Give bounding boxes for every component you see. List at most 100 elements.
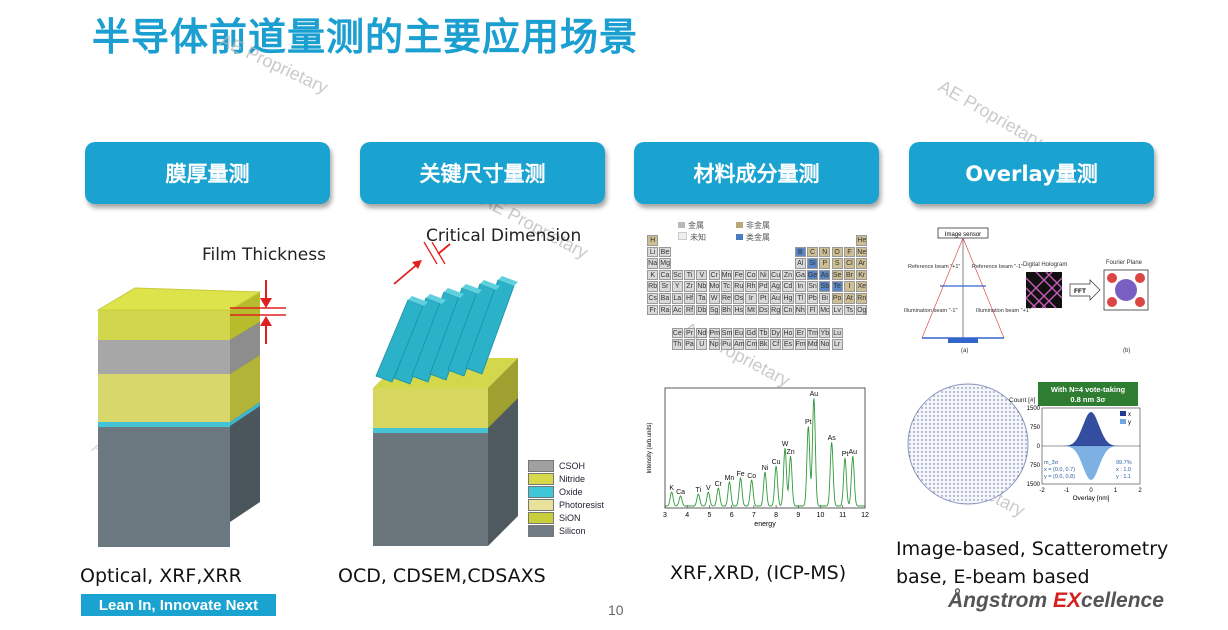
- element-cell: Lu: [831, 327, 843, 339]
- element-cell: Ce: [671, 327, 683, 339]
- element-cell: Sm: [720, 327, 733, 339]
- element-cell: Nb: [696, 281, 708, 292]
- element-cell: Cd: [782, 281, 794, 292]
- page-number: 10: [608, 602, 624, 618]
- element-cell: Bi: [819, 293, 831, 304]
- element-cell: Mo: [708, 281, 720, 292]
- x-tick-label: 9: [796, 512, 800, 519]
- element-cell: Br: [843, 269, 856, 281]
- element-cell: Xe: [856, 281, 868, 292]
- element-cell: Nd: [696, 327, 708, 339]
- x-tick-label: 11: [839, 512, 846, 519]
- element-cell: Fm: [794, 339, 806, 350]
- element-cell: S: [831, 258, 843, 269]
- element-cell: Li: [647, 246, 659, 258]
- peak-label: Ca: [676, 489, 685, 496]
- y-tick-label: 0: [1037, 444, 1041, 450]
- element-cell: Tc: [720, 281, 733, 292]
- element-cell: He: [856, 235, 868, 246]
- element-cell: W: [708, 293, 720, 304]
- x-axis-label: Overlay [nm]: [1073, 495, 1110, 502]
- diagram-label-illum-right: Illumination beam "+1": [976, 308, 1031, 314]
- element-cell: Tl: [794, 293, 806, 304]
- peak-label: Au: [848, 449, 857, 456]
- peak-label: W: [782, 441, 789, 448]
- element-cell: Na: [647, 258, 659, 269]
- element-cell: Zn: [782, 269, 794, 281]
- cd-layer-legend: CSOH Nitride Oxide Photoresist SiON Sili…: [528, 460, 608, 540]
- element-cell: Er: [794, 327, 806, 339]
- element-cell: Ca: [659, 269, 671, 281]
- element-cell: Am: [733, 339, 745, 350]
- element-cell: Bh: [720, 304, 733, 316]
- element-cell: Re: [720, 293, 733, 304]
- count-axis-label: Count [#]: [1009, 397, 1036, 404]
- element-cell: Ag: [770, 281, 782, 292]
- diagram-label-fft: FFT: [1074, 288, 1086, 295]
- element-cell: Cl: [843, 258, 856, 269]
- element-cell: Th: [671, 339, 683, 350]
- peak-label: Co: [747, 473, 756, 480]
- element-cell: Fr: [647, 304, 659, 316]
- brand-text: Ångstrom: [948, 589, 1053, 612]
- element-cell: U: [696, 339, 708, 350]
- film-thickness-label: Film Thickness: [202, 245, 326, 265]
- element-cell: Kr: [856, 269, 868, 281]
- card-critical-dimension: 关键尺寸量测: [360, 142, 605, 204]
- film-thickness-caption: Optical, XRF,XRR: [80, 565, 242, 587]
- element-cell: K: [647, 269, 659, 281]
- element-cell: Md: [806, 339, 819, 350]
- histogram-x: [1042, 412, 1140, 446]
- legend-label-x: x: [1128, 412, 1131, 418]
- y-tick-label: 750: [1030, 425, 1041, 431]
- element-cell: Rn: [856, 293, 868, 304]
- film-stack-illustration: [96, 287, 262, 547]
- element-cell: Ts: [843, 304, 856, 316]
- chart-title-line1: With N=4 vote-taking: [1051, 385, 1126, 394]
- element-cell: No: [819, 339, 831, 350]
- card-film-thickness: 膜厚量测: [85, 142, 330, 204]
- cd-arrow-icon: [393, 242, 451, 285]
- element-cell: Pa: [683, 339, 696, 350]
- brand-logo: Ångstrom EXcellence: [948, 589, 1164, 613]
- element-cell: Ds: [757, 304, 769, 316]
- holography-diagram: Image sensor Reference beam "+1" Referen…: [904, 227, 1149, 354]
- stats-right: y : 1.1: [1116, 474, 1131, 480]
- element-cell: At: [843, 293, 856, 304]
- diagram-label-illum-left: Illumination beam "-1": [904, 308, 957, 314]
- critical-dimension-caption: OCD, CDSEM,CDSAXS: [338, 565, 546, 587]
- y-tick-label: 750: [1030, 463, 1041, 469]
- legend-label: SiON: [559, 513, 581, 523]
- x-tick-label: 7: [752, 512, 756, 519]
- element-cell: Cn: [782, 304, 794, 316]
- element-cell: Hg: [782, 293, 794, 304]
- x-axis-label: energy: [754, 521, 776, 528]
- element-cell: Np: [708, 339, 720, 350]
- element-cell: Pm: [708, 327, 720, 339]
- legend-label: Photoresist: [559, 500, 605, 510]
- pt-legend-label: 未知: [690, 233, 706, 242]
- x-tick-label: 1: [1114, 488, 1118, 494]
- peak-label: Ni: [762, 465, 769, 472]
- x-tick-label: 4: [685, 512, 689, 519]
- stats-left: x = (0.0, 0.7): [1044, 467, 1075, 473]
- element-cell: Si: [806, 258, 819, 269]
- peak-label: K: [669, 485, 674, 492]
- x-tick-label: 5: [707, 512, 711, 519]
- overlay-caption-line1: Image-based, Scatterometry: [896, 538, 1169, 560]
- element-cell: Tb: [757, 327, 769, 339]
- film-thickness-arrow-icon: [230, 280, 286, 344]
- y-axis-label: Intensity (arb.units): [647, 422, 653, 473]
- element-cell: F: [843, 246, 856, 258]
- element-cell: Co: [745, 269, 757, 281]
- stats-right: x : 1.0: [1116, 467, 1131, 473]
- element-cell: Dy: [770, 327, 782, 339]
- legend-label: Nitride: [559, 474, 586, 484]
- element-cell: Cs: [647, 293, 659, 304]
- element-cell: Rb: [647, 281, 659, 292]
- element-cell: C: [806, 246, 819, 258]
- element-cell: Ti: [683, 269, 696, 281]
- element-cell: Og: [856, 304, 868, 316]
